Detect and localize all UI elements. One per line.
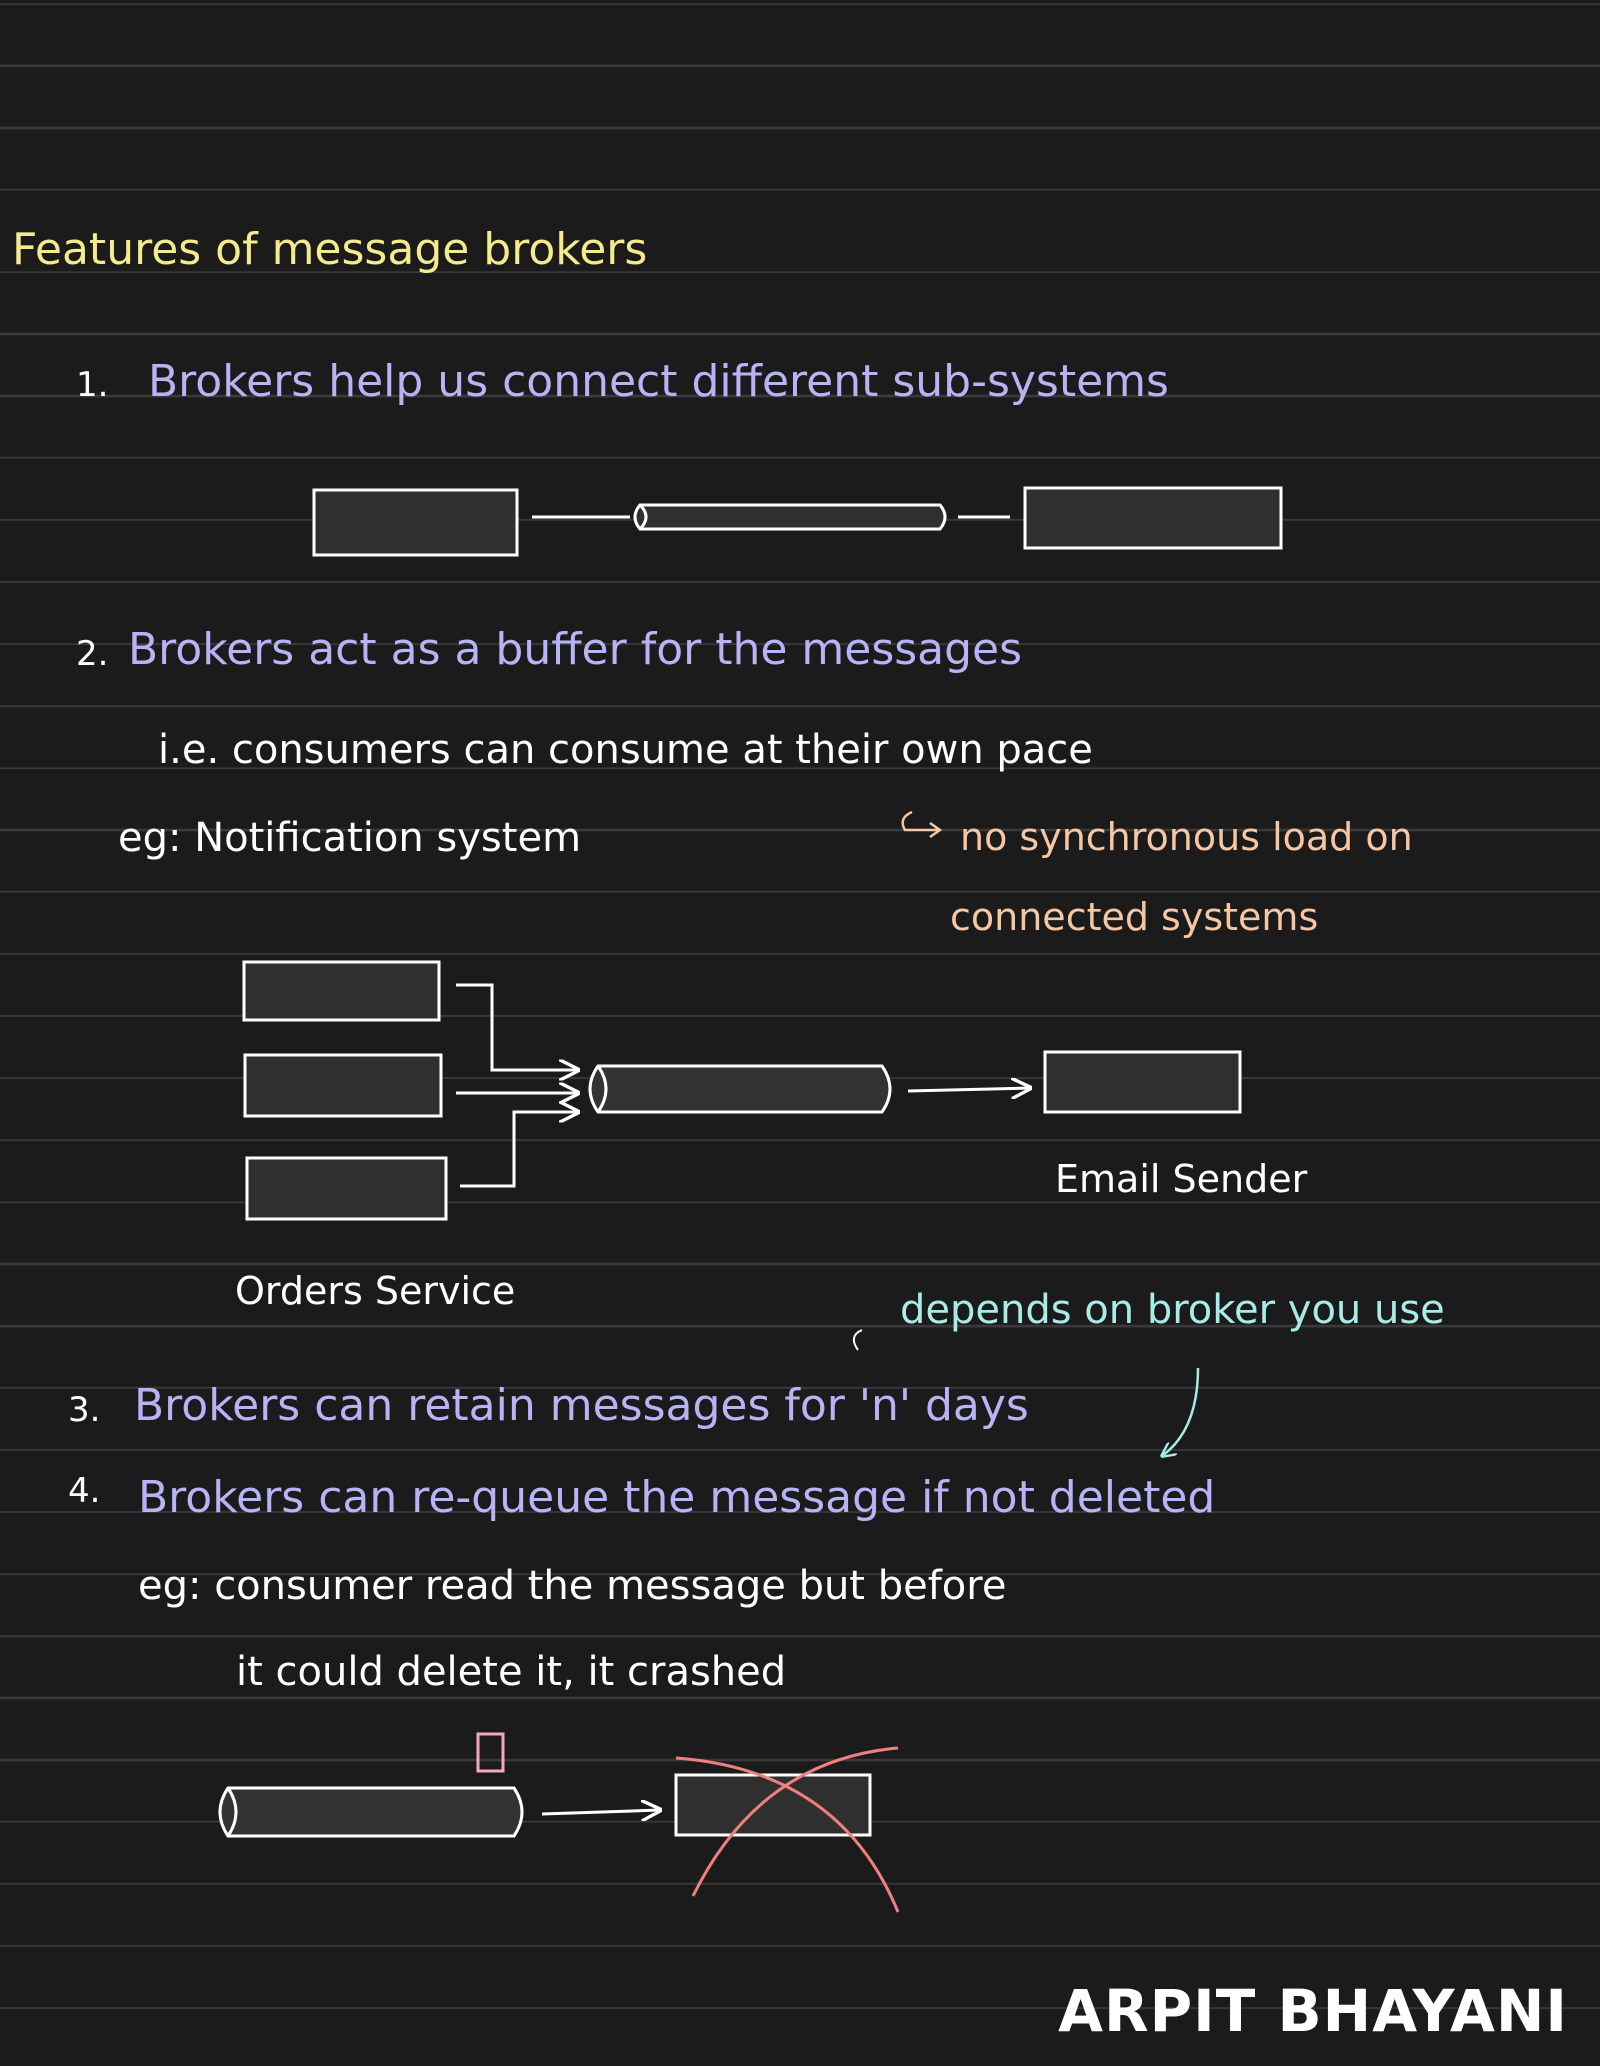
notification-diagram (242, 960, 1242, 1221)
page-title: Features of message brokers (12, 224, 648, 275)
depends-note: depends on broker you use (900, 1287, 1445, 1333)
depends-curl-arrow-icon (852, 1329, 863, 1351)
point-1-text: Brokers help us connect different sub-sy… (148, 356, 1169, 407)
orders-box-2 (243, 1053, 443, 1118)
hook-arrow-icon (901, 810, 943, 839)
crash-cross-line-1 (675, 1756, 900, 1913)
subsystem-right-box (1023, 486, 1283, 550)
queue-pipe-3 (218, 1786, 524, 1838)
orders-arrow-1 (456, 983, 578, 1070)
email-arrow (907, 1088, 1030, 1091)
consumer-arrow (541, 1810, 660, 1814)
point-2-text: Brokers act as a buffer for the messages (128, 624, 1023, 675)
crash-cross-line-2 (691, 1746, 899, 1897)
eg-consumer-line1: eg: consumer read the message but before (138, 1563, 1007, 1609)
side-note-line1: no synchronous load on (960, 815, 1413, 859)
orders-box-1 (242, 960, 441, 1022)
brand-logo: ARPIT BHAYANI (1058, 1977, 1568, 2045)
email-sender-label: Email Sender (1055, 1157, 1308, 1201)
orders-arrow-3 (460, 1112, 578, 1188)
queue-pipe-1 (633, 503, 947, 531)
requeue-diagram (218, 1732, 900, 1913)
depends-pointer-arrow (1162, 1367, 1200, 1456)
email-sender-box (1043, 1050, 1242, 1114)
connect-diagram (312, 486, 1283, 557)
eg-consumer-line2: it could delete it, it crashed (236, 1649, 787, 1695)
message-icon (476, 1732, 505, 1773)
subsystem-left-box (312, 488, 519, 557)
point-2-number: 2. (76, 634, 109, 674)
orders-box-3 (245, 1156, 448, 1221)
point-4-number: 4. (68, 1471, 101, 1511)
point-4-text: Brokers can re-queue the message if not … (138, 1472, 1216, 1523)
queue-pipe-2 (588, 1064, 892, 1114)
ie-note: i.e. consumers can consume at their own … (158, 727, 1093, 773)
point-1-number: 1. (76, 365, 109, 405)
orders-service-label: Orders Service (235, 1269, 516, 1313)
side-note-line2: connected systems (950, 895, 1319, 939)
point-3-text: Brokers can retain messages for 'n' days (134, 1380, 1029, 1431)
eg-notification: eg: Notification system (118, 815, 582, 861)
consumer-box (674, 1773, 872, 1837)
point-3-number: 3. (68, 1390, 101, 1430)
